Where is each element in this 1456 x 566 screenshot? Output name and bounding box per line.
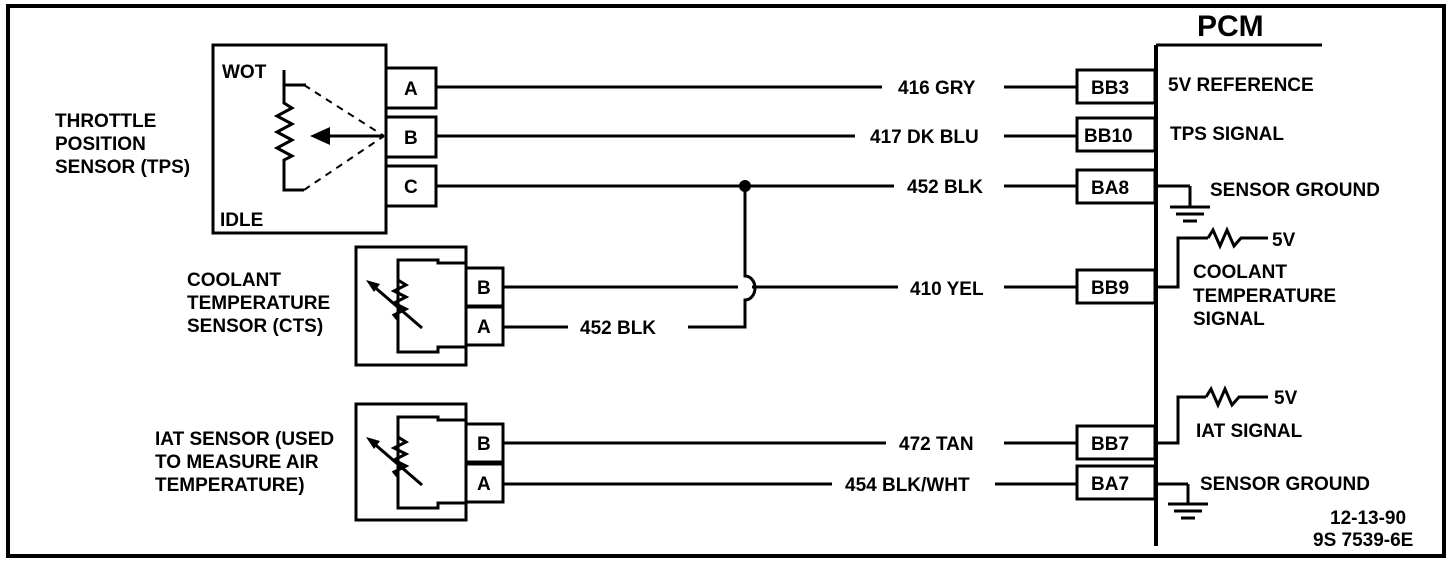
wire-416-label: 416 GRY [898,78,976,99]
tps-pin-a [384,66,438,110]
footer-code: 9S 7539-6E [1313,530,1413,551]
svg-text:C: C [404,177,418,198]
wire-452b-label: 452 BLK [580,318,656,339]
label-coolant-signal-2: TEMPERATURE [1193,286,1336,307]
label-coolant-signal-3: SIGNAL [1193,309,1265,330]
pcm-terminal-bb9: BB9 [1075,268,1157,305]
footer-date: 12-13-90 [1330,508,1406,529]
svg-text:BB3: BB3 [1091,78,1129,99]
svg-text:A: A [477,317,491,338]
label-iat-signal: IAT SIGNAL [1196,421,1303,442]
cts-pin-b [464,266,505,308]
cts-pin-a [464,305,505,347]
cts-label-3: SENSOR (CTS) [187,316,323,337]
cts-label-2: TEMPERATURE [187,293,330,314]
tps-body [211,43,388,235]
svg-text:B: B [477,278,491,299]
coolant-pullup-resistor [1206,226,1268,250]
wire-472-label: 472 TAN [899,434,974,455]
svg-text:BB10: BB10 [1084,126,1133,147]
tps-wot-label: WOT [222,62,267,83]
tps-pin-b [384,115,438,159]
svg-text:B: B [477,434,491,455]
wire-410-label: 410 YEL [910,279,984,300]
label-coolant-5v: 5V [1272,230,1296,251]
svg-text:BA7: BA7 [1091,474,1129,495]
iat-label-3: TEMPERATURE) [155,475,305,496]
iat-pin-a [464,462,505,504]
pcm-terminal-bb3: BB3 [1075,68,1157,105]
pcm-terminal-ba7: BA7 [1075,464,1157,501]
pcm-terminal-bb10: BB10 [1075,116,1157,153]
diagram-frame [6,4,1446,558]
pcm-terminal-ba8: BA8 [1075,168,1157,205]
iat-pin-b [464,422,505,464]
tps-label-3: SENSOR (TPS) [55,157,190,178]
label-iat-5v: 5V [1274,388,1298,409]
cts-label-1: COOLANT [187,270,281,291]
wire-417-label: 417 DK BLU [870,127,979,148]
cts-body [354,245,468,367]
label-tps-signal: TPS SIGNAL [1170,124,1284,145]
iat-body [354,402,468,522]
pcm-terminal-bb7: BB7 [1075,424,1157,461]
svg-text:BA8: BA8 [1091,178,1129,199]
tps-wiper-arrow [310,127,330,145]
svg-text:BB7: BB7 [1091,434,1129,455]
svg-text:B: B [404,128,418,149]
pcm-title: PCM [1197,10,1264,43]
svg-text:A: A [404,79,418,100]
label-sensor-ground-2: SENSOR GROUND [1200,474,1370,495]
label-sensor-ground-1: SENSOR GROUND [1210,180,1380,201]
wire-452-label: 452 BLK [907,177,983,198]
wire-454-label: 454 BLK/WHT [845,475,970,496]
svg-text:A: A [477,474,491,495]
tps-idle-label: IDLE [220,210,263,231]
iat-label-2: TO MEASURE AIR [155,452,319,473]
svg-text:BB9: BB9 [1091,278,1129,299]
wire-452-drop [688,186,757,329]
tps-label-2: POSITION [55,134,146,155]
iat-pullup-resistor [1204,385,1268,409]
iat-label-1: IAT SENSOR (USED [155,429,334,450]
label-coolant-signal-1: COOLANT [1193,262,1287,283]
tps-label-1: THROTTLE [55,111,156,132]
label-5v-reference: 5V REFERENCE [1168,75,1314,96]
